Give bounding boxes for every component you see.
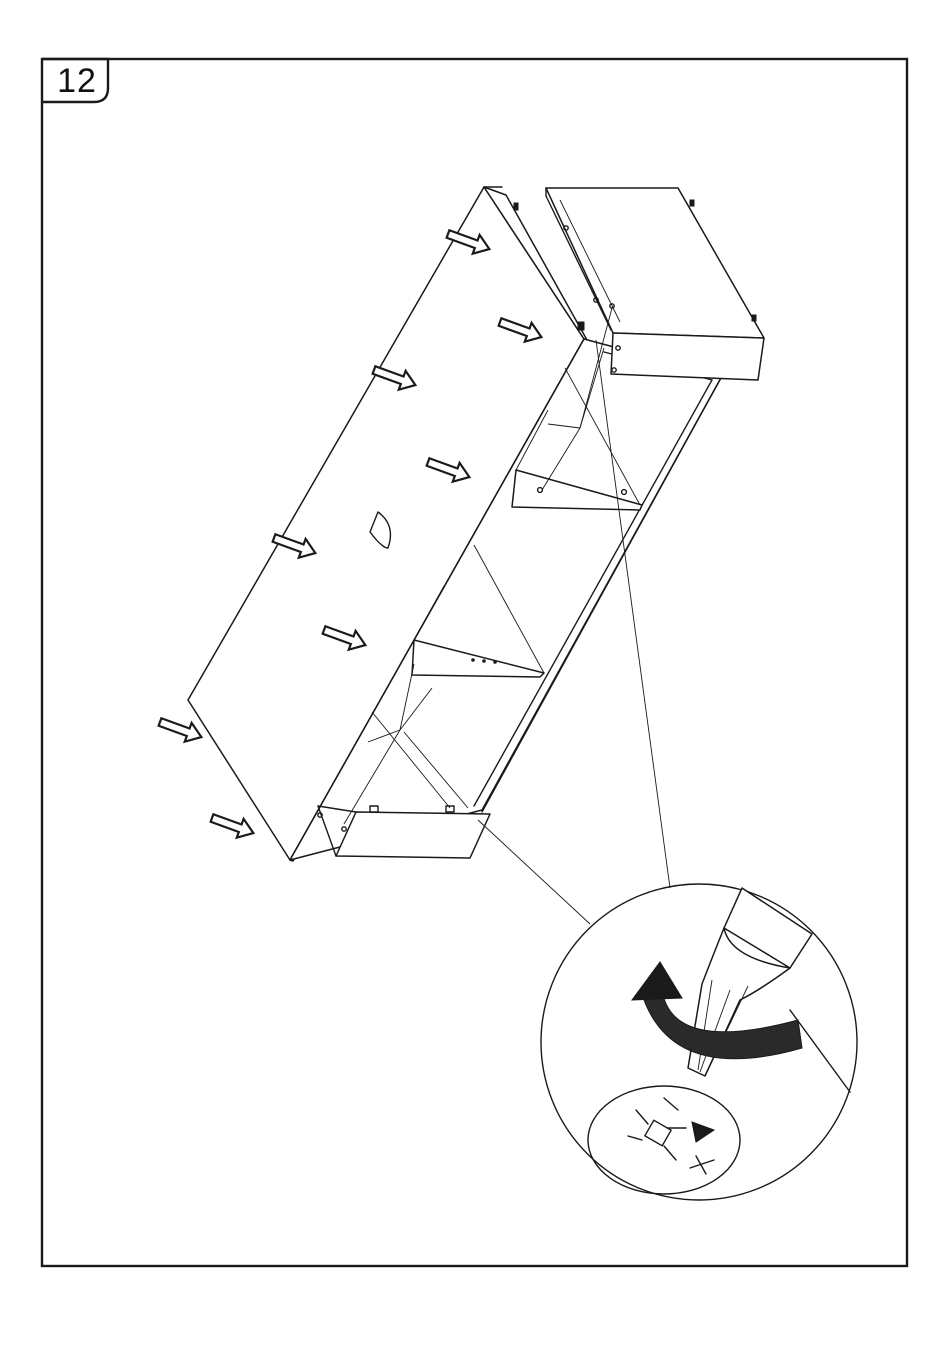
push-arrow	[209, 809, 257, 843]
callout-leader	[478, 820, 590, 924]
adjuster-disc	[588, 1086, 740, 1194]
push-arrow	[157, 713, 205, 747]
cam-lock-icon	[628, 1110, 714, 1160]
plus-sign-icon	[690, 1156, 714, 1174]
minus-sign-icon	[664, 1098, 678, 1110]
step-number: 12	[46, 60, 108, 102]
detail-callout	[541, 884, 857, 1200]
